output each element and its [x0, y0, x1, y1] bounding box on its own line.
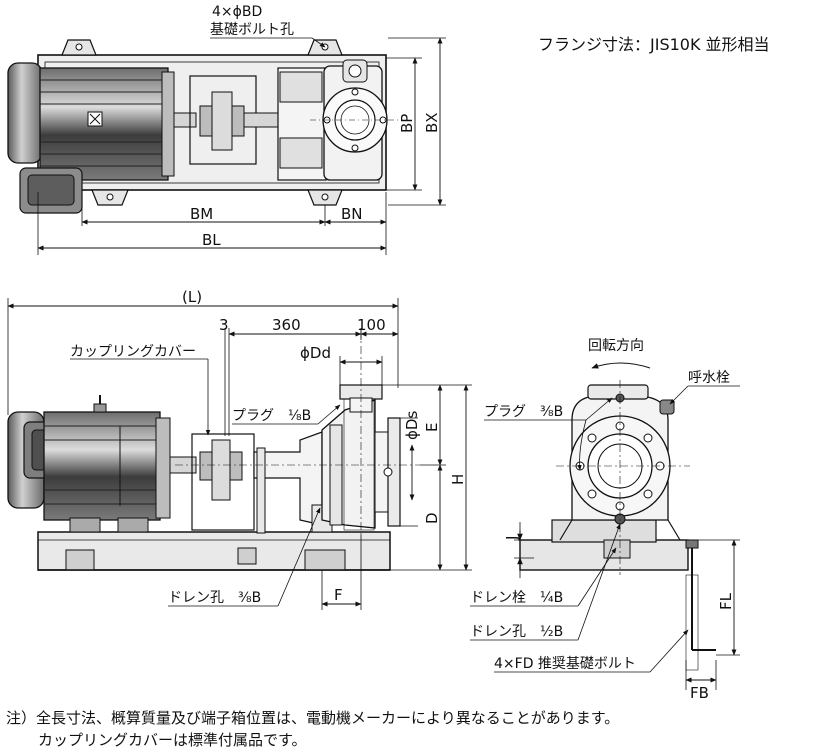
end-air-vent-label: 呼水栓 [688, 370, 730, 386]
plan-pump-casing [310, 59, 400, 181]
side-coupling-cover [191, 433, 255, 531]
side-motor [7, 395, 171, 533]
side-dim-100: 100 [357, 316, 386, 334]
plan-view: BM BN BL BP BX 4×ϕBD 基礎ボルト孔 [7, 4, 446, 255]
end-plug-label: プラグ ⅜B [484, 404, 563, 420]
plan-dim-bn: BN [341, 205, 363, 223]
end-anchor-bolt-label: 4×FD 推奨基礎ボルト [494, 655, 636, 672]
end-dim-fb: FB [690, 684, 709, 702]
side-plug-label: プラグ ⅛B [232, 408, 311, 424]
footnote-line-2: カップリングカバーは標準付属品です。 [38, 731, 307, 749]
plan-anchor-callout-line1: 4×ϕBD [212, 4, 262, 20]
plan-anchor-callout-line2: 基礎ボルト孔 [210, 21, 294, 38]
side-dim-dd: ϕDd [300, 344, 331, 362]
plan-dim-bm: BM [190, 205, 213, 223]
side-dim-ds: ϕDs [403, 411, 421, 440]
side-base [37, 531, 391, 571]
side-view: (L) 3 360 100 ϕDd ϕDs E D H F [7, 288, 472, 610]
end-dim-fl: FL [717, 592, 735, 610]
end-drain-plug-label: ドレン栓 ¼B [470, 590, 563, 606]
side-dim-3: 3 [219, 316, 229, 334]
side-dim-l: (L) [182, 288, 202, 306]
end-view: 回転方向 呼水栓 プラグ ⅜B J ドレン栓 ¼B ドレン孔 ½B 4×FD [470, 338, 740, 702]
plan-dim-bx: BX [423, 112, 441, 133]
side-drain-hole-label: ドレン孔 ⅜B [168, 590, 261, 606]
end-drain-hole-label: ドレン孔 ½B [470, 624, 563, 640]
end-dim-j: J [503, 536, 521, 541]
side-dim-f: F [334, 586, 343, 604]
end-anchor-bolt [685, 539, 716, 671]
plan-dim-bp: BP [398, 114, 416, 133]
flange-spec-note: フランジ寸法：JIS10K 並形相当 [538, 35, 770, 54]
side-pump-casing [321, 384, 401, 531]
side-coupling-cover-label: カップリングカバー [70, 344, 196, 360]
end-rotation-arrow [591, 362, 651, 369]
plan-motor [7, 62, 175, 214]
end-rotation-label: 回転方向 [588, 338, 644, 354]
side-dim-d: D [423, 512, 441, 524]
side-dim-h: H [449, 474, 467, 485]
side-dim-e: E [423, 423, 441, 432]
footnote-line-1: 注）全長寸法、概算質量及び端子箱位置は、電動機メーカーにより異なることがあります… [6, 709, 620, 727]
plan-dim-bl: BL [202, 231, 221, 249]
side-dim-360: 360 [272, 316, 301, 334]
